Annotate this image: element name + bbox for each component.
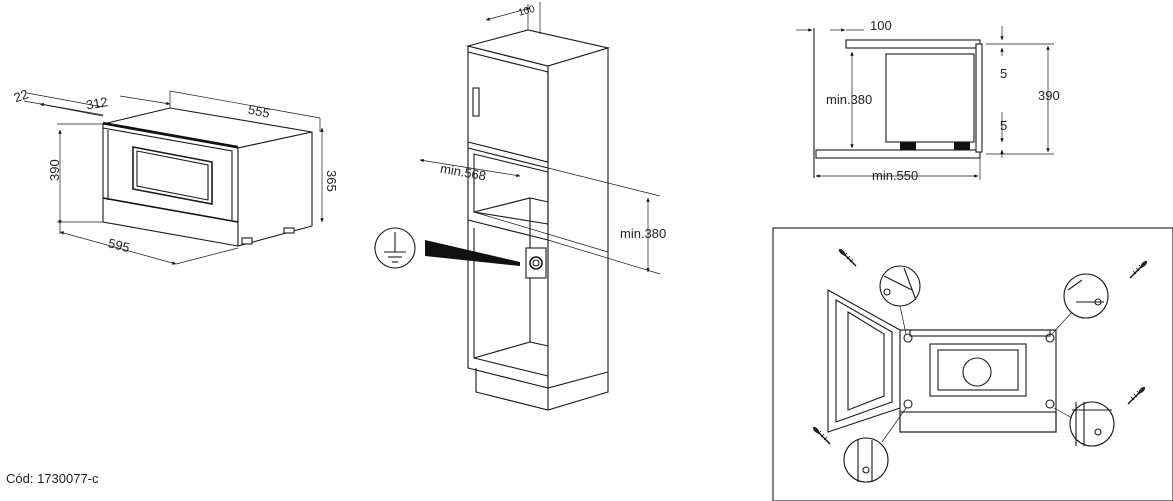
microwave-window bbox=[132, 146, 213, 205]
dim-min380: min.380 bbox=[620, 226, 666, 241]
dim-365: 365 bbox=[324, 170, 339, 192]
dim-5-top: 5 bbox=[1000, 66, 1007, 81]
cabinet-side bbox=[547, 47, 609, 389]
power-socket-icon bbox=[525, 247, 547, 279]
panel-c-side-section: 100 min.380 5 5 390 min.550 bbox=[796, 18, 1060, 183]
panel-b-tall-cabinet: 100 min.568 min.380 bbox=[374, 2, 666, 411]
panel-a-microwave-isometric: 22 312 555 390 365 595 bbox=[12, 86, 339, 265]
panel-d-mounting-detail bbox=[772, 227, 1173, 501]
dim-312: 312 bbox=[85, 94, 109, 113]
ground-symbol-icon bbox=[374, 227, 416, 269]
dim-100: 100 bbox=[517, 4, 536, 19]
pointer-arrow bbox=[425, 240, 520, 266]
top-board bbox=[845, 39, 981, 49]
dim-595: 595 bbox=[107, 235, 132, 255]
dim-min550: min.550 bbox=[872, 168, 918, 183]
dim-390-c: 390 bbox=[1038, 88, 1060, 103]
detail-frame bbox=[772, 227, 1173, 501]
door-handle bbox=[472, 87, 480, 117]
dim-100-c: 100 bbox=[870, 18, 892, 33]
microwave-side-view bbox=[885, 53, 975, 143]
dim-min380-c: min.380 bbox=[826, 92, 872, 107]
detail-magnifier-icon bbox=[843, 265, 1115, 483]
dim-390: 390 bbox=[47, 159, 62, 181]
dim-5-bottom: 5 bbox=[1000, 118, 1007, 133]
open-door bbox=[827, 289, 901, 433]
microwave-side bbox=[237, 131, 313, 247]
dim-22: 22 bbox=[12, 86, 31, 105]
dim-555: 555 bbox=[247, 102, 271, 121]
product-code: Cód: 1730077-c bbox=[6, 471, 99, 486]
bottom-board bbox=[815, 149, 981, 159]
